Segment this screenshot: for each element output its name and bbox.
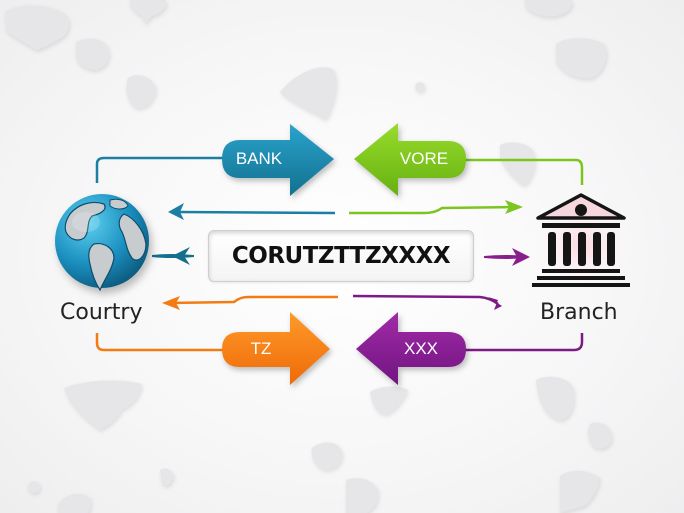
bank-building-icon — [532, 193, 630, 287]
blue-top-connector — [95, 156, 232, 183]
swift-code-text: CORUTZTTZXXXX — [231, 243, 451, 269]
arrowhead-right-icon — [488, 297, 502, 310]
arrowhead-left-icon — [172, 247, 190, 265]
branch-label: Branch — [540, 300, 618, 325]
vore-arrow-label: VORE — [399, 149, 449, 168]
globe-icon — [55, 194, 149, 292]
xxx-arrow-label: XXX — [403, 339, 439, 358]
arrowhead-right-icon — [512, 248, 530, 266]
country-label: Courtry — [60, 300, 143, 325]
arrowhead-left-icon — [168, 203, 184, 220]
vore-arrow — [354, 123, 466, 196]
bank-arrow-label: BANK — [235, 149, 283, 168]
orange-bottom-connector — [95, 333, 230, 352]
green-top-connector — [458, 158, 584, 185]
arrowhead-left-icon — [162, 296, 180, 310]
swift-code-box: CORUTZTTZXXXX — [208, 230, 474, 282]
tz-arrow — [222, 312, 330, 385]
tz-arrow-label: TZ — [250, 339, 272, 358]
purple-bottom-connector — [460, 333, 584, 352]
arrowhead-right-icon — [505, 200, 523, 214]
bank-arrow — [222, 124, 334, 196]
xxx-arrow — [356, 312, 466, 385]
